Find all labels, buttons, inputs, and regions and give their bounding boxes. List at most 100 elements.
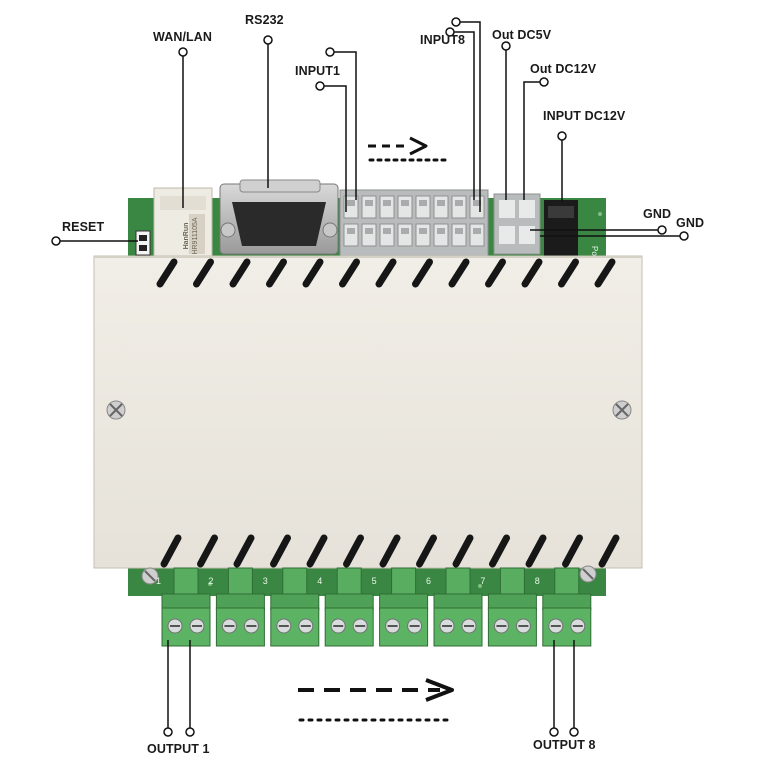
output-terminal: 7 [480, 567, 537, 647]
input-terminal-cell [379, 195, 395, 219]
terminal-number: 2 [208, 576, 213, 586]
vent-slot [306, 534, 328, 568]
vent-slot [412, 258, 433, 288]
terminal-top [173, 567, 199, 597]
label-rs232: RS232 [245, 13, 284, 27]
vent-slot [266, 258, 287, 288]
leader-input8 [458, 21, 481, 212]
terminal-number: 1 [156, 576, 161, 586]
vent-slot [558, 258, 579, 288]
vent-slot [233, 534, 255, 568]
leader-input1-b [334, 51, 357, 200]
vent-slot [193, 258, 214, 288]
output-terminal: 2 [208, 567, 265, 647]
label-gnd-1: GND [643, 207, 672, 221]
input-terminal-cell [361, 223, 377, 247]
terminal-number: 3 [263, 576, 268, 586]
input-terminal-latch [365, 228, 373, 234]
vent-slot [229, 258, 251, 288]
rs232-connector [219, 179, 339, 255]
label-output-8: OUTPUT 8 [533, 738, 596, 752]
input-terminal-cell [361, 195, 377, 219]
leader-lines [60, 21, 680, 728]
enclosure [93, 255, 643, 569]
vent-slot [594, 258, 616, 288]
vent-slot [489, 534, 510, 568]
label-reset: RESET [62, 220, 105, 234]
terminal-top [554, 567, 580, 597]
input-terminal-cell [433, 195, 449, 219]
screw-left [106, 400, 126, 420]
vent-slot [343, 534, 364, 568]
terminal-top [499, 567, 525, 597]
input-terminal-cell [451, 195, 467, 219]
input-terminal-cell [397, 195, 413, 219]
leader-input8-b [452, 31, 475, 200]
terminal-top [336, 567, 362, 597]
input-terminal-cell [379, 223, 395, 247]
input-terminal-cell [469, 195, 485, 219]
vent-slot [416, 534, 437, 568]
input-terminal-latch [347, 200, 355, 206]
vent-slot [156, 258, 178, 288]
vent-slot [485, 258, 506, 288]
input-terminal-latch [419, 200, 427, 206]
dc-power-jack [544, 200, 578, 256]
label-wan-lan: WAN/LAN [153, 30, 213, 44]
label-out-dc12v: Out DC12V [530, 62, 597, 76]
input-terminal-latch [383, 200, 391, 206]
dc-terminal-block [493, 193, 541, 255]
vent-slot [448, 258, 470, 288]
terminal-top [227, 567, 253, 597]
vent-slots-top [156, 258, 616, 288]
input-terminal-latch [437, 228, 445, 234]
leader-input1 [324, 85, 347, 212]
vent-slot [339, 258, 360, 288]
terminal-number: 7 [480, 576, 485, 586]
leader-end-rings [51, 17, 689, 737]
rj45-part-number: HR911105A [192, 217, 199, 254]
arrow-right-icon [298, 678, 454, 722]
input-terminal-cell [415, 195, 431, 219]
output-terminal: 6 [426, 567, 483, 647]
input-terminal-latch [437, 200, 445, 206]
input-terminal-latch [365, 200, 373, 206]
output-terminal: 5 [372, 567, 429, 647]
input-terminal-latch [383, 228, 391, 234]
terminal-number: 6 [426, 576, 431, 586]
vent-slot [525, 534, 547, 568]
screw-right [612, 400, 632, 420]
vent-slot [197, 534, 218, 568]
output-terminal [161, 567, 211, 647]
input-terminal-latch [347, 228, 355, 234]
reset-button [135, 230, 151, 256]
terminal-number: 5 [372, 576, 377, 586]
input-terminal-cell [433, 223, 449, 247]
leader-out-dc12v [523, 81, 540, 200]
label-out-dc5v: Out DC5V [492, 28, 552, 42]
input-terminal-latch [401, 228, 409, 234]
input-terminal-cell [343, 223, 359, 247]
vent-slot [270, 534, 291, 568]
terminal-top [282, 567, 308, 597]
vent-slot [598, 534, 620, 568]
label-gnd-2: GND [676, 216, 705, 230]
input-terminal-cell [451, 223, 467, 247]
output-terminal: 8 [535, 567, 592, 647]
input-terminal-block [339, 189, 489, 257]
terminal-top [445, 567, 471, 597]
vent-slot [562, 534, 583, 568]
vent-slot [160, 534, 182, 568]
input-terminal-latch [419, 228, 427, 234]
label-input1: INPUT1 [295, 64, 341, 78]
input-terminal-cell [469, 223, 485, 247]
power-silkscreen: Pow [590, 246, 599, 262]
label-input8: INPUT8 [420, 33, 466, 47]
arrow-right-icon [368, 136, 448, 162]
vent-slot [452, 534, 474, 568]
vent-slots-bottom [160, 534, 620, 568]
vent-slot [521, 258, 543, 288]
input-terminal-latch [401, 200, 409, 206]
